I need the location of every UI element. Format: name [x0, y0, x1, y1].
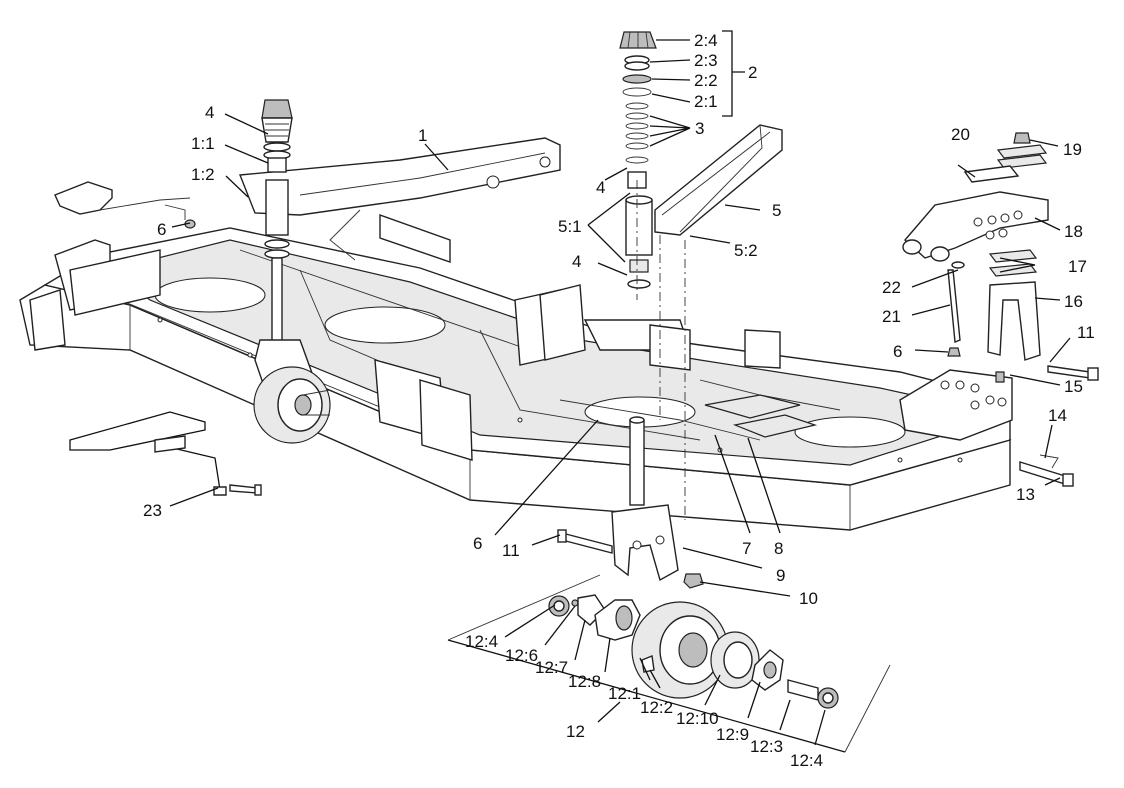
label-19: 19	[1063, 140, 1082, 159]
label-3: 3	[695, 119, 704, 138]
label-6-left: 6	[157, 220, 166, 239]
wheel-assembly	[447, 529, 891, 753]
label-7: 7	[742, 539, 751, 558]
label-17: 17	[1068, 257, 1087, 276]
label-1: 1	[418, 126, 427, 145]
label-16: 16	[1064, 292, 1083, 311]
label-12-9: 12:9	[716, 725, 749, 744]
label-4-center-bottom: 4	[572, 252, 581, 271]
label-13: 13	[1016, 485, 1035, 504]
label-11-right: 11	[1077, 323, 1095, 342]
label-1-2: 1:2	[191, 165, 215, 184]
hitch-assembly	[902, 132, 1099, 487]
label-8: 8	[774, 539, 783, 558]
label-15: 15	[1064, 377, 1083, 396]
rod-23	[69, 411, 262, 496]
label-6-right: 6	[893, 342, 902, 361]
left-caster-assembly	[253, 99, 331, 444]
label-6-center: 6	[473, 534, 482, 553]
label-12-10: 12:10	[676, 709, 719, 728]
label-4-left: 4	[205, 103, 214, 122]
leader-lines	[169, 30, 1071, 746]
label-12-2: 12:2	[640, 698, 673, 717]
label-11-center: 11	[502, 541, 520, 560]
label-12-4-left: 12:4	[465, 632, 498, 651]
label-2-1: 2:1	[694, 92, 718, 111]
label-2-2: 2:2	[694, 71, 718, 90]
lift-arm	[239, 137, 561, 263]
label-12-1: 12:1	[608, 684, 641, 703]
label-12-7: 12:7	[535, 658, 568, 677]
label-18: 18	[1064, 222, 1083, 241]
label-12: 12	[566, 722, 585, 741]
label-9: 9	[776, 566, 785, 585]
left-pin-assembly	[54, 181, 196, 229]
label-5-1: 5:1	[558, 217, 582, 236]
label-1-1: 1:1	[191, 134, 215, 153]
part-labels: 1 1:1 1:2 4 6 2:4 2:3 2:2 2:1 2 3 4 5 5:…	[143, 31, 1095, 770]
mower-deck	[19, 227, 1013, 531]
label-12-4-right: 12:4	[790, 751, 823, 770]
label-12-3: 12:3	[750, 737, 783, 756]
label-23: 23	[143, 501, 162, 520]
label-12-8: 12:8	[568, 672, 601, 691]
label-21: 21	[882, 307, 901, 326]
label-5-2: 5:2	[734, 241, 758, 260]
label-2-4: 2:4	[694, 31, 718, 50]
label-12-6: 12:6	[505, 646, 538, 665]
label-22: 22	[882, 278, 901, 297]
label-10: 10	[799, 589, 818, 608]
label-2: 2	[748, 63, 757, 82]
label-4-center-top: 4	[596, 178, 605, 197]
label-14: 14	[1048, 406, 1067, 425]
label-20: 20	[951, 125, 970, 144]
label-5: 5	[772, 201, 781, 220]
label-2-3: 2:3	[694, 51, 718, 70]
support-arm	[654, 124, 783, 236]
center-caster-assembly	[611, 31, 686, 582]
